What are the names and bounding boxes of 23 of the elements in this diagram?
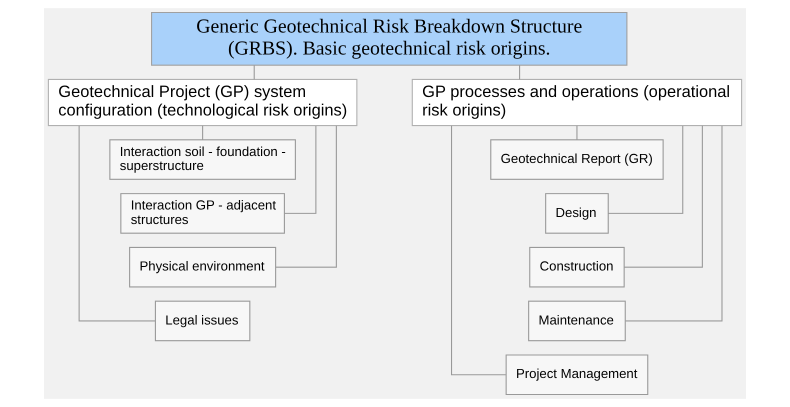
connector [608,126,684,214]
node-box: Geotechnical Project (GP) system configuration (technological risk origins) [48,78,358,126]
connector [202,126,204,140]
node-box: Interaction GP - adjacent structures [120,193,285,234]
connector [254,65,255,80]
node-box: Construction [529,246,625,288]
connector [626,126,723,322]
node-box: Geotechnical Report (GR) [490,139,664,180]
connector [276,126,337,268]
connector [78,126,156,322]
node-box: Maintenance [528,300,626,342]
node-box: Interaction soil - foundation - superstructure [109,139,296,180]
connector [450,126,506,376]
node-box: Design [545,193,609,234]
node-box: GP processes and operations (operational risk origins) [412,78,742,126]
node-box: Legal issues [154,300,250,342]
connector [519,65,520,80]
connector [624,126,703,268]
connector [284,126,316,214]
node-box: Physical environment [129,246,276,288]
connector [576,126,578,140]
node-box: Generic Geotechnical Risk Breakdown Structure (GRBS). Basic geotechnical risk origins. [151,12,628,66]
node-box: Project Management [506,354,648,396]
